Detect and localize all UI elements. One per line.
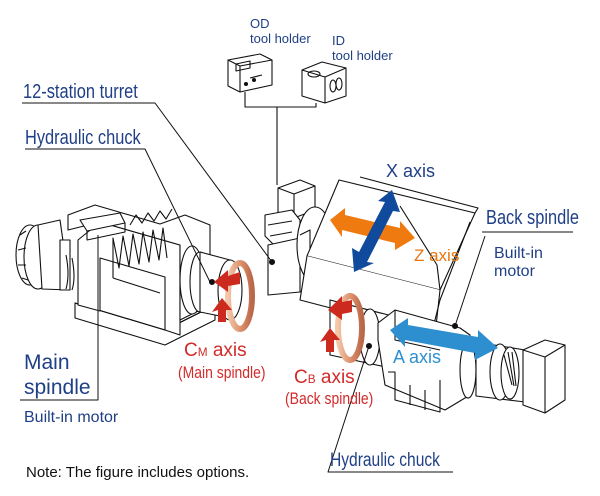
cb-axis-desc: (Back spindle) [285, 389, 374, 408]
back-hydraulic-chuck-label: Hydraulic chuck [330, 450, 440, 471]
cb-rotation-arrow [320, 293, 365, 363]
id-tool-holder-drawing [301, 61, 347, 104]
id-tool-holder-label: ID tool holder [332, 33, 393, 63]
a-axis-label: A axis [393, 347, 442, 367]
back-spindle-motor-end [522, 339, 566, 414]
main-spindle-housing [67, 204, 216, 346]
od-tool-holder-label: OD tool holder [250, 16, 311, 46]
back-spindle-label: Back spindle [486, 207, 579, 229]
od-tool-holder-drawing [227, 53, 273, 93]
main-hydraulic-chuck-label: Hydraulic chuck [25, 127, 141, 149]
main-spindle-label: Main spindle [24, 351, 91, 399]
a-axis-arrow [390, 318, 498, 360]
cm-axis-desc: (Main spindle) [178, 363, 266, 382]
main-spindle-motor-end [15, 219, 75, 291]
turret-label: 12-station turret [23, 81, 138, 103]
leader-lines [20, 102, 573, 473]
x-axis-label: X axis [386, 161, 436, 181]
note-text: Note: The figure includes options. [26, 464, 250, 481]
cm-rotation-arrow [212, 260, 255, 332]
cb-axis-label: CB axis [294, 367, 355, 388]
x-axis-arrow [352, 190, 400, 272]
main-builtin-motor-label: Built-in motor [24, 409, 119, 426]
cm-axis-label: CM axis [184, 340, 247, 361]
back-builtin-motor-label: Built-in motor [494, 245, 543, 280]
z-axis-label: Z axis [414, 246, 460, 265]
